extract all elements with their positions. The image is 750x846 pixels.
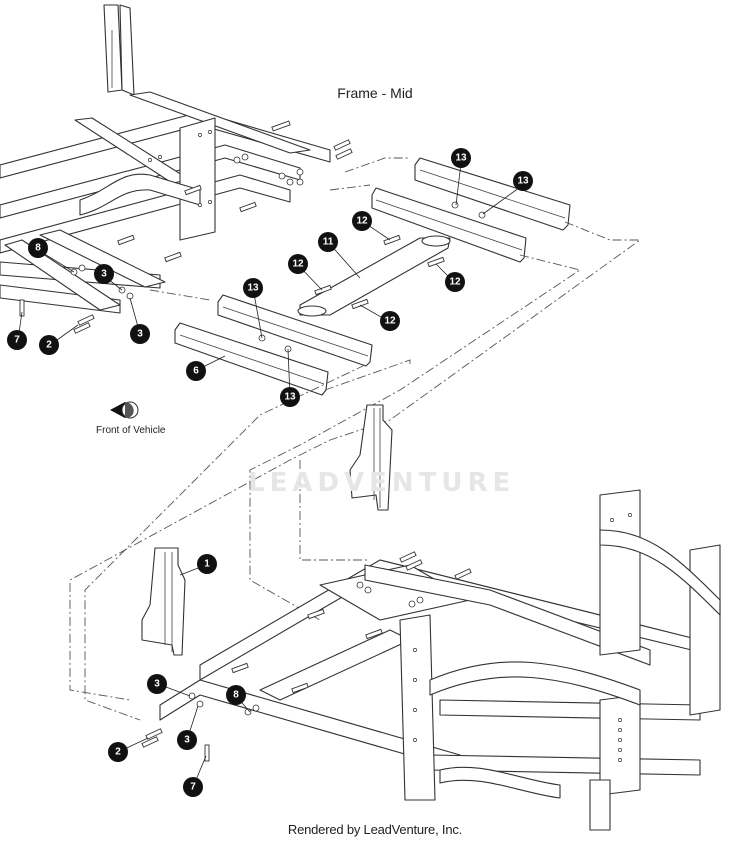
lower-frame xyxy=(141,489,721,831)
callout-2-b: 2 xyxy=(108,742,128,762)
svg-text:3: 3 xyxy=(184,735,190,746)
svg-text:3: 3 xyxy=(154,679,160,690)
footer-credit: Rendered by LeadVenture, Inc. xyxy=(287,822,463,837)
diagram-title: Frame - Mid xyxy=(337,85,413,101)
svg-text:3: 3 xyxy=(137,329,143,340)
front-arrow-icon xyxy=(110,401,139,419)
svg-text:11: 11 xyxy=(323,237,334,248)
callout-12-b: 12 xyxy=(288,254,308,274)
callout-12-a: 12 xyxy=(352,211,372,231)
callout-3-a: 3 xyxy=(94,264,114,284)
svg-text:3: 3 xyxy=(101,269,107,280)
callout-6: 6 xyxy=(186,361,206,381)
svg-text:12: 12 xyxy=(356,216,368,227)
callout-8-b: 8 xyxy=(226,685,246,705)
callout-2-a: 2 xyxy=(39,335,59,355)
callout-13-b: 13 xyxy=(513,171,533,191)
svg-text:13: 13 xyxy=(517,176,529,187)
callout-13-c: 13 xyxy=(243,278,263,298)
callout-11: 11 xyxy=(318,232,338,252)
svg-text:12: 12 xyxy=(384,316,396,327)
callout-12-c: 12 xyxy=(445,272,465,292)
callout-8-a: 8 xyxy=(28,238,48,258)
svg-text:12: 12 xyxy=(449,277,461,288)
svg-text:13: 13 xyxy=(247,283,259,294)
svg-text:7: 7 xyxy=(14,335,20,346)
upper-frame xyxy=(0,4,353,334)
svg-text:1: 1 xyxy=(204,559,210,570)
callout-7-a: 7 xyxy=(7,330,27,350)
watermark: LEADVENTURE xyxy=(248,468,516,498)
svg-text:8: 8 xyxy=(35,243,41,254)
front-of-vehicle-label: Front of Vehicle xyxy=(96,425,166,436)
assembly-lines xyxy=(69,157,642,721)
mid-brackets xyxy=(141,404,393,656)
svg-text:13: 13 xyxy=(455,153,467,164)
callout-3-b: 3 xyxy=(130,324,150,344)
callout-1: 1 xyxy=(197,554,217,574)
svg-text:6: 6 xyxy=(193,366,199,377)
svg-text:12: 12 xyxy=(292,259,304,270)
rail-assemblies xyxy=(174,157,571,396)
callout-13-d: 13 xyxy=(280,387,300,407)
svg-text:2: 2 xyxy=(115,747,121,758)
svg-text:2: 2 xyxy=(46,340,52,351)
callout-3-c: 3 xyxy=(147,674,167,694)
callout-12-d: 12 xyxy=(380,311,400,331)
callout-3-d: 3 xyxy=(177,730,197,750)
svg-text:7: 7 xyxy=(190,782,196,793)
svg-text:13: 13 xyxy=(284,392,296,403)
callout-13-a: 13 xyxy=(451,148,471,168)
svg-text:8: 8 xyxy=(233,690,239,701)
callout-7-b: 7 xyxy=(183,777,203,797)
